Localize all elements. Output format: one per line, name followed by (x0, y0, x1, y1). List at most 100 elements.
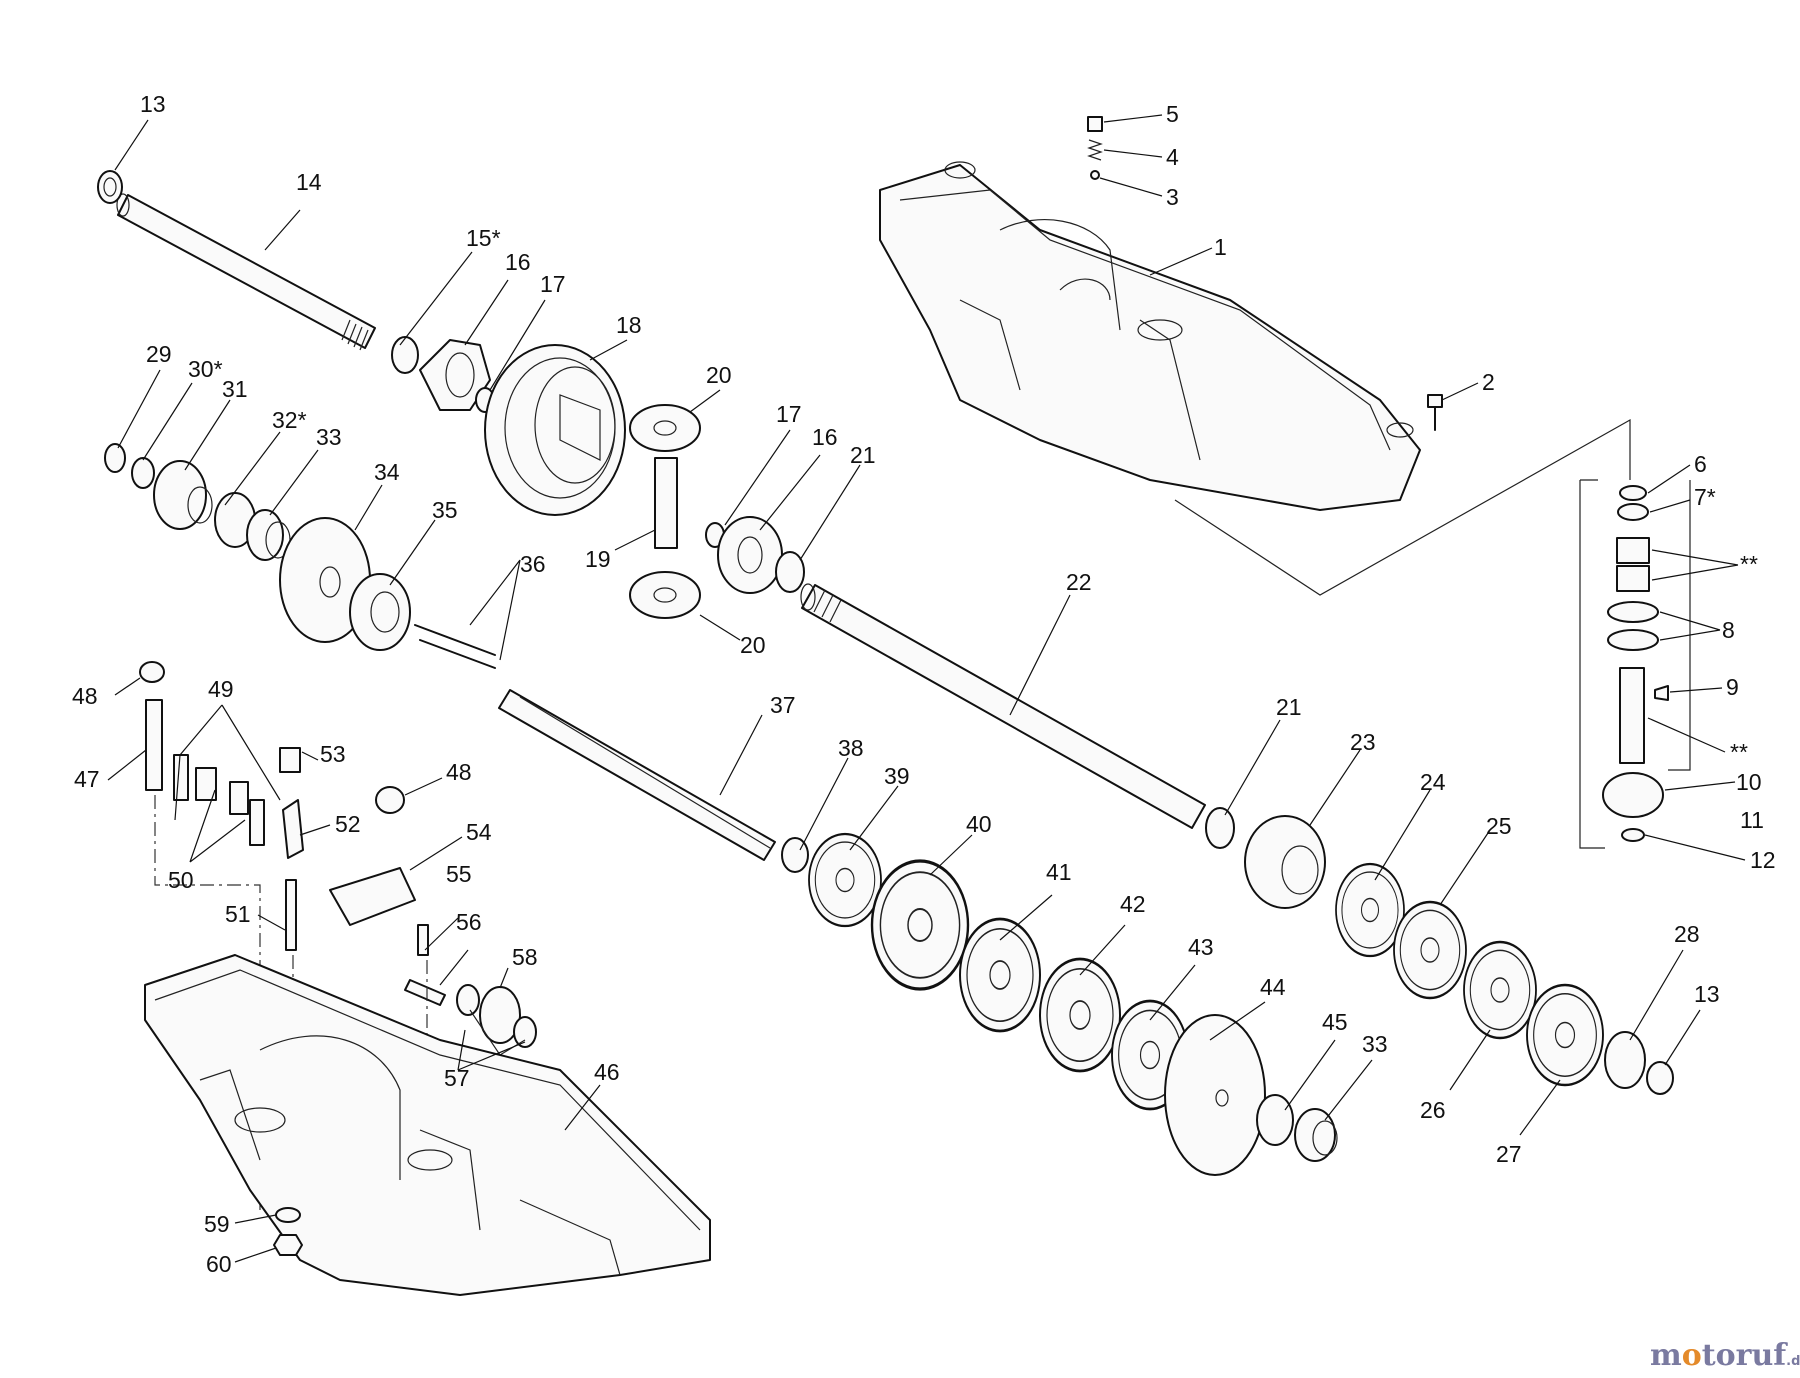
gear-42 (1038, 957, 1122, 1073)
gear-41 (958, 917, 1042, 1033)
label-41: 41 (1046, 859, 1072, 885)
label-28: 28 (1674, 921, 1700, 947)
pinion-23 (1244, 815, 1326, 909)
label-20-lower: 20 (740, 632, 766, 658)
label-60: 60 (206, 1251, 232, 1277)
axle-shaft-left (116, 193, 376, 351)
label-31: 31 (222, 376, 248, 402)
bevel-gear-16-right (717, 516, 783, 594)
washer-45 (1256, 1094, 1294, 1146)
svg-text:motoruf.de: motoruf.de (1650, 1338, 1800, 1373)
label-25: 25 (1486, 813, 1512, 839)
washer-21 (775, 551, 805, 593)
part-labels: 13 14 15* 16 17 18 29 30* 31 32* 33 34 3… (72, 91, 1776, 1277)
label-50: 50 (168, 867, 194, 893)
label-46: 46 (594, 1059, 620, 1085)
cross-pin (654, 457, 678, 549)
label-15: 15* (466, 225, 501, 251)
label-13: 13 (140, 91, 166, 117)
label-38: 38 (838, 735, 864, 761)
label-1: 1 (1214, 234, 1227, 260)
label-12: 12 (1750, 847, 1776, 873)
washer-59 (275, 1207, 301, 1223)
label-47: 47 (74, 766, 100, 792)
bolt (1427, 394, 1443, 431)
label-7: 7* (1694, 484, 1716, 510)
nut-60 (273, 1234, 303, 1256)
label-51: 51 (225, 901, 251, 927)
label-37: 37 (770, 692, 796, 718)
gear-27 (1525, 983, 1605, 1087)
label-39: 39 (884, 763, 910, 789)
label-27: 27 (1496, 1141, 1522, 1167)
label-49: 49 (208, 676, 234, 702)
label-29: 29 (146, 341, 172, 367)
label-22: 22 (1066, 569, 1092, 595)
label-10: 10 (1736, 769, 1762, 795)
label-double-star-upper: ** (1740, 551, 1758, 577)
label-double-star-lower: ** (1730, 739, 1748, 765)
label-55: 55 (446, 861, 472, 887)
bevel-gear-16 (419, 339, 491, 411)
gear-25 (1392, 900, 1468, 1000)
label-56: 56 (456, 909, 482, 935)
label-8: 8 (1722, 617, 1735, 643)
label-16: 16 (505, 249, 531, 275)
shift-keys (414, 624, 496, 669)
label-11: 11 (1740, 807, 1764, 833)
label-2: 2 (1482, 369, 1495, 395)
bushing-33-right (1294, 1108, 1338, 1162)
label-26: 26 (1420, 1097, 1446, 1123)
collar-35 (349, 573, 411, 651)
label-3: 3 (1166, 184, 1179, 210)
label-42: 42 (1120, 891, 1146, 917)
washer-28 (1604, 1031, 1646, 1089)
pinion-gear-31 (153, 460, 213, 530)
label-23: 23 (1350, 729, 1376, 755)
upper-housing (879, 161, 1421, 511)
label-5: 5 (1166, 101, 1179, 127)
label-6: 6 (1694, 451, 1707, 477)
shift-shaft (498, 689, 776, 861)
label-18: 18 (616, 312, 642, 338)
label-54: 54 (466, 819, 492, 845)
label-4: 4 (1166, 144, 1179, 170)
label-44: 44 (1260, 974, 1286, 1000)
gear-40 (870, 859, 970, 991)
label-20-upper: 20 (706, 362, 732, 388)
thrust-washer (391, 336, 419, 374)
label-33: 33 (316, 424, 342, 450)
label-35: 35 (432, 497, 458, 523)
bevel-pinion-lower (629, 571, 701, 619)
label-17-right: 17 (776, 401, 802, 427)
label-36: 36 (520, 551, 546, 577)
gear-44 (1164, 1014, 1266, 1176)
washer-13-right (1646, 1061, 1674, 1095)
label-40: 40 (966, 811, 992, 837)
label-32: 32* (272, 407, 307, 433)
label-48-left: 48 (72, 683, 98, 709)
label-14: 14 (296, 169, 322, 195)
plug-spring-ball (1087, 116, 1103, 180)
label-13-right: 13 (1694, 981, 1720, 1007)
label-58: 58 (512, 944, 538, 970)
axle-shaft-right (800, 583, 1206, 829)
leader-lines (107, 114, 1746, 1263)
label-16-right: 16 (812, 424, 838, 450)
gear-39 (807, 832, 883, 928)
label-48-mid: 48 (446, 759, 472, 785)
label-30: 30* (188, 356, 223, 382)
label-45: 45 (1322, 1009, 1348, 1035)
label-33-right: 33 (1362, 1031, 1388, 1057)
washer-13 (97, 170, 123, 204)
bevel-pinion-upper (629, 404, 701, 452)
watermark-logo: motoruf.de (1650, 1338, 1800, 1373)
label-21: 21 (850, 442, 876, 468)
ring-gear (484, 344, 626, 516)
label-53: 53 (320, 741, 346, 767)
label-9: 9 (1726, 674, 1739, 700)
label-43: 43 (1188, 934, 1214, 960)
gear-26 (1462, 940, 1538, 1040)
label-24: 24 (1420, 769, 1446, 795)
